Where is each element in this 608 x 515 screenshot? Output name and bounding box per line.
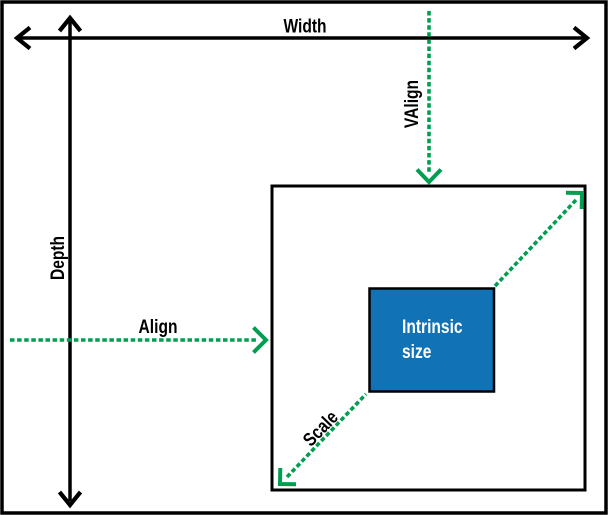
scale-arrow-upper-head-icon (565, 190, 585, 210)
depth-arrow-up-head-icon (57, 14, 83, 33)
depth-label: Depth (47, 236, 69, 280)
width-arrow-right-head-icon (572, 25, 591, 51)
depth-arrow-down-head-icon (57, 490, 83, 509)
intrinsic-size-label-line1: Intrinsic (402, 316, 463, 338)
width-arrow-left-head-icon (13, 25, 32, 51)
intrinsic-size-box (368, 287, 496, 393)
width-arrow (13, 25, 591, 51)
align-arrow-head-icon (252, 326, 269, 354)
depth-arrow (57, 14, 83, 509)
scale-arrow-lower-head-icon (277, 467, 297, 487)
align-label: Align (139, 316, 178, 338)
scale-arrow-lower-segment (285, 392, 368, 479)
width-label: Width (283, 15, 326, 37)
scale-arrow-upper-segment (493, 198, 578, 288)
valign-arrow-head-icon (415, 168, 443, 185)
intrinsic-size-label-line2: size (402, 341, 432, 363)
valign-label: VAlign (401, 80, 423, 128)
green-arrows (10, 11, 585, 487)
